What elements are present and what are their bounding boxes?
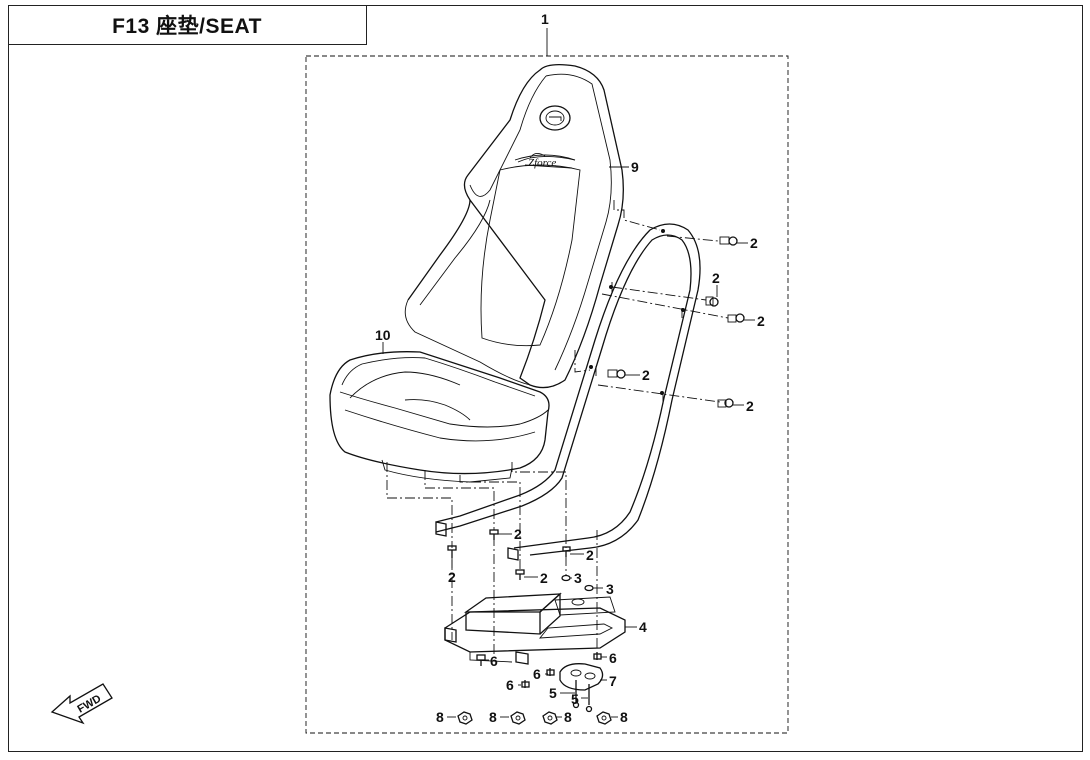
bolt-2 — [607, 369, 626, 379]
washer-3 — [584, 584, 594, 592]
callout-8: 8 — [564, 709, 572, 725]
nut-8 — [457, 711, 473, 725]
bolt-2 — [717, 398, 734, 408]
callout-8: 8 — [436, 709, 444, 725]
bolt-2 — [705, 296, 719, 307]
callout-2: 2 — [448, 569, 456, 585]
fwd-label: FWD — [76, 693, 104, 716]
callout-3: 3 — [574, 570, 582, 586]
bolt-2 — [719, 236, 738, 246]
nut-8 — [596, 711, 612, 725]
bolt-2 — [727, 313, 745, 323]
bolt-2 — [447, 545, 457, 558]
callout-6: 6 — [609, 650, 617, 666]
callout-10: 10 — [375, 327, 391, 343]
nut-8 — [542, 711, 558, 725]
callout-6: 6 — [533, 666, 541, 682]
fwd-arrow: FWD — [50, 683, 113, 725]
bolt-2 — [562, 546, 571, 557]
seat-rail-base — [444, 592, 626, 665]
seat-frame — [435, 223, 701, 561]
seat-back: Zforce — [404, 64, 624, 389]
assembly-lines — [386, 200, 729, 655]
screw-5 — [572, 680, 580, 709]
callout-2: 2 — [586, 547, 594, 563]
washer-3 — [561, 574, 571, 582]
callout-2: 2 — [757, 313, 765, 329]
callout-1: 1 — [541, 11, 549, 27]
callout-2: 2 — [540, 570, 548, 586]
seat-cushion — [329, 351, 550, 483]
bolt-2 — [489, 529, 499, 540]
bolt-6 — [521, 680, 530, 688]
bolt-2 — [515, 569, 525, 580]
callout-2: 2 — [750, 235, 758, 251]
svg-text:Zforce: Zforce — [528, 157, 556, 169]
bolt-6 — [476, 654, 486, 666]
page-title: F13 座垫/SEAT — [112, 14, 262, 38]
callout-7: 7 — [609, 673, 617, 689]
screw-5 — [585, 684, 593, 713]
callout-6: 6 — [506, 677, 514, 693]
title-block: F13 座垫/SEAT — [8, 5, 367, 45]
callout-5: 5 — [571, 691, 579, 707]
callout-4: 4 — [639, 619, 647, 635]
callout-labels: 1 9 10 2 2 2 2 2 2 2 2 2 3 3 4 5 5 6 6 6… — [375, 11, 765, 725]
callout-6: 6 — [490, 653, 498, 669]
callout-8: 8 — [489, 709, 497, 725]
callout-2: 2 — [642, 367, 650, 383]
bracket-7 — [559, 663, 604, 691]
callout-9: 9 — [631, 159, 639, 175]
nut-8 — [510, 711, 526, 725]
callout-5: 5 — [549, 685, 557, 701]
leader-lines — [382, 166, 755, 718]
bolt-6 — [546, 668, 555, 676]
callout-3: 3 — [606, 581, 614, 597]
callout-2: 2 — [712, 270, 720, 286]
callout-8: 8 — [620, 709, 628, 725]
callout-2: 2 — [746, 398, 754, 414]
callout-2: 2 — [514, 526, 522, 542]
drawing-frame — [8, 5, 1083, 752]
bolt-6 — [593, 652, 602, 660]
